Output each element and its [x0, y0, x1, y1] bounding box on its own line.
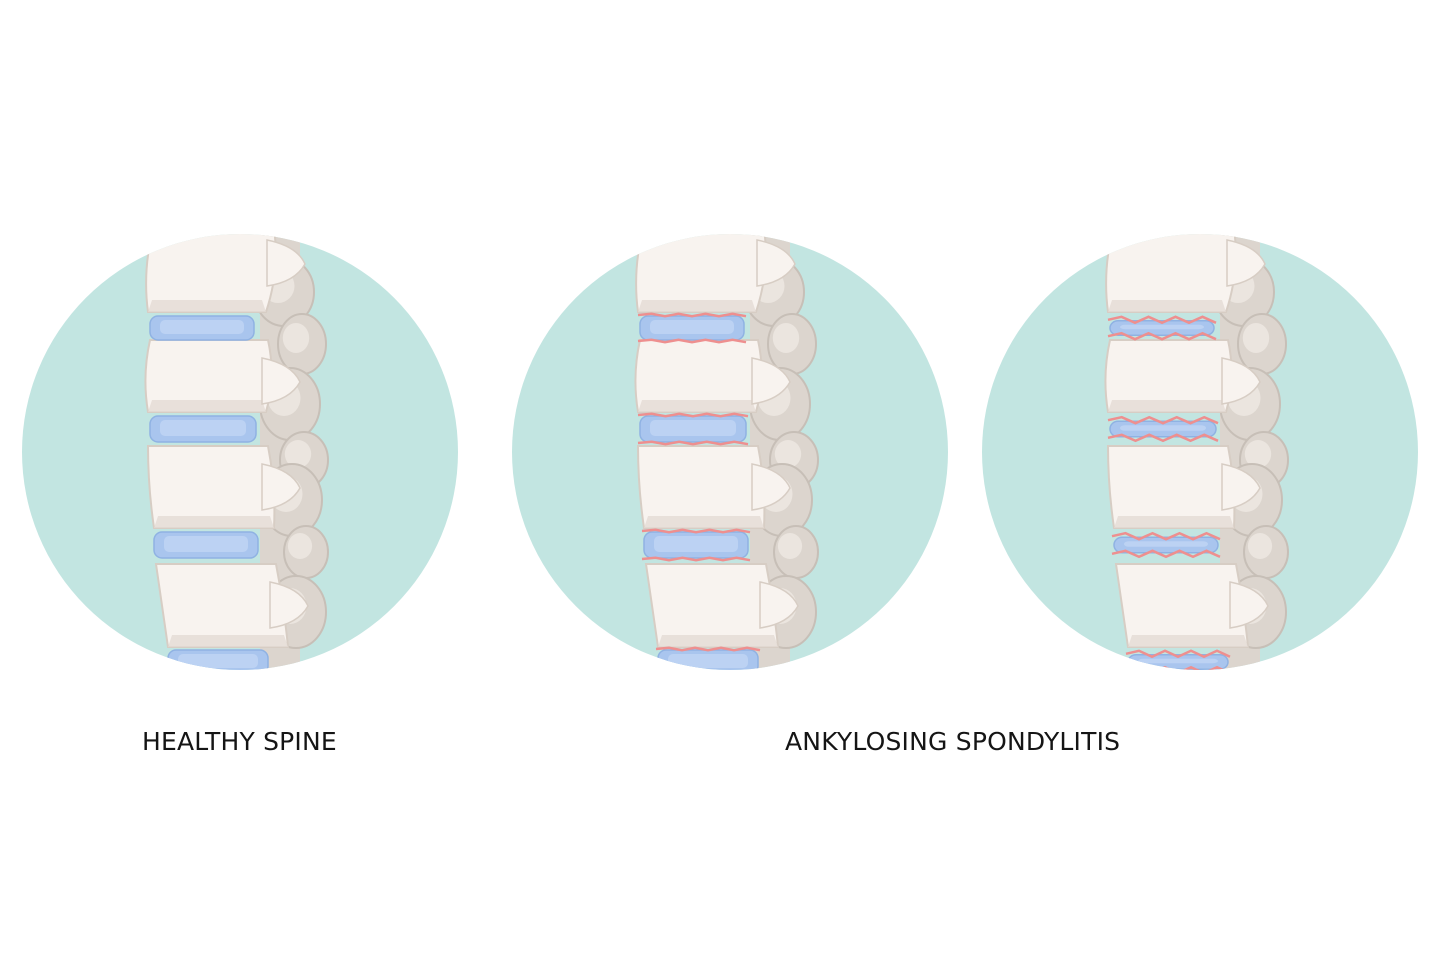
- transverse-wing: [261, 463, 301, 511]
- transverse-wing: [751, 357, 791, 405]
- inflammation-line: [637, 338, 747, 344]
- process-highlight: [282, 323, 310, 353]
- vertebral-body: [1128, 674, 1252, 712]
- disc-highlight: [1120, 425, 1206, 431]
- transverse-wing: [756, 239, 796, 287]
- vertebral-body: [644, 563, 780, 648]
- process-highlight: [1247, 533, 1273, 559]
- vertebra-shading: [1108, 400, 1226, 412]
- transverse-wing: [269, 581, 309, 629]
- transverse-wing: [1226, 239, 1266, 287]
- disc-highlight: [1120, 324, 1204, 330]
- vertebra-shading: [1132, 700, 1250, 712]
- inflammation-line: [1111, 531, 1221, 541]
- vertebral-body: [154, 563, 290, 648]
- spine-column: [1104, 234, 1289, 738]
- vertebral-body: [658, 674, 782, 712]
- inflammation-line: [1111, 549, 1221, 559]
- disc-highlight: [650, 320, 734, 334]
- vertebral-body: [146, 445, 276, 529]
- vertebra-shading: [644, 516, 764, 528]
- disc-highlight: [668, 654, 748, 668]
- transverse-wing: [261, 357, 301, 405]
- inflammation-line: [1107, 331, 1217, 341]
- ankylosing-spondylitis-advanced-panel: [982, 234, 1418, 738]
- disc-highlight: [654, 536, 738, 552]
- transverse-wing: [266, 239, 306, 287]
- inflammation-line: [1125, 649, 1231, 659]
- vertebra-shading: [662, 700, 780, 712]
- vertebral-body: [636, 445, 766, 529]
- vertebra-shading: [1128, 635, 1248, 647]
- vertebra-shading: [658, 635, 778, 647]
- inflammation-line: [1107, 315, 1217, 325]
- inflammation-line: [1107, 415, 1219, 425]
- vertebra-shading: [1108, 300, 1226, 312]
- ankylosing-spondylitis-early-panel: [512, 234, 948, 712]
- disc-highlight: [650, 420, 736, 436]
- disc-highlight: [178, 654, 258, 668]
- process-highlight: [1242, 323, 1270, 353]
- process-highlight: [287, 533, 313, 559]
- inflammation-line: [637, 440, 749, 446]
- transverse-wing: [759, 581, 799, 629]
- spine-column: [634, 234, 819, 712]
- healthy-spine-label: HEALTHY SPINE: [142, 727, 337, 756]
- vertebra-shading: [1114, 516, 1234, 528]
- vertebral-body: [635, 234, 767, 313]
- spine-column: [144, 234, 329, 712]
- transverse-wing: [1221, 463, 1261, 511]
- inflammation-line: [637, 312, 747, 318]
- process-highlight: [284, 440, 312, 468]
- vertebra-shading: [638, 300, 756, 312]
- inflammation-line: [641, 556, 751, 562]
- inflammation-line: [656, 674, 760, 676]
- vertebra-shading: [154, 516, 274, 528]
- healthy-spine-panel: [22, 234, 458, 712]
- disc-highlight: [160, 320, 244, 334]
- transverse-wing: [1221, 357, 1261, 405]
- vertebral-body: [1106, 445, 1236, 529]
- inflammation-line: [655, 646, 761, 652]
- vertebral-body: [145, 234, 277, 313]
- process-highlight: [1244, 440, 1272, 468]
- vertebral-body: [1114, 563, 1250, 648]
- vertebral-body: [168, 674, 292, 712]
- vertebra-shading: [148, 300, 266, 312]
- transverse-wing: [1229, 581, 1269, 629]
- disc-highlight: [1124, 541, 1208, 547]
- inflammation-line: [1107, 433, 1219, 443]
- vertebra-shading: [168, 635, 288, 647]
- transverse-wing: [1242, 692, 1280, 738]
- inflammation-line: [637, 412, 749, 418]
- ankylosing-spondylitis-label: ANKYLOSING SPONDYLITIS: [785, 727, 1121, 756]
- disc-highlight: [164, 536, 248, 552]
- disc-highlight: [160, 420, 246, 436]
- process-highlight: [777, 533, 803, 559]
- inflammation-line: [641, 528, 751, 534]
- process-highlight: [772, 323, 800, 353]
- process-highlight: [774, 440, 802, 468]
- vertebra-shading: [638, 400, 756, 412]
- vertebra-shading: [148, 400, 266, 412]
- disc-highlight: [1138, 658, 1218, 664]
- vertebral-body: [1105, 234, 1237, 313]
- transverse-wing: [751, 463, 791, 511]
- vertebra-shading: [172, 700, 290, 712]
